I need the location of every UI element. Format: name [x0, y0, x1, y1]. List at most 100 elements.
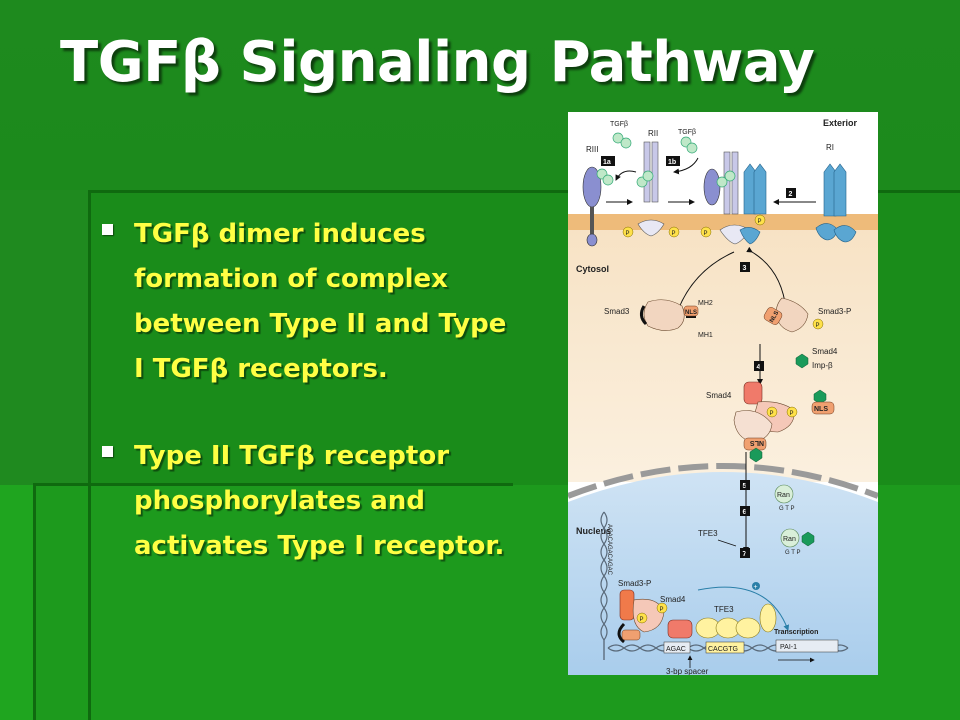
- square-bullet-icon: [102, 224, 113, 235]
- label-agac: AGAC: [666, 646, 686, 653]
- bullet-text: TGFβ dimer induces formation of complex …: [134, 219, 507, 384]
- pathway-diagram: Exterior Cytosol Nucleus RIII RII RI TGF…: [568, 112, 878, 675]
- arrow: [615, 170, 637, 181]
- svg-text:P: P: [816, 323, 820, 329]
- divider-line: [90, 190, 960, 193]
- pathway-figure: Exterior Cytosol Nucleus RIII RII RI TGF…: [568, 112, 878, 675]
- svg-text:3: 3: [743, 265, 747, 272]
- bullet-list: TGFβ dimer induces formation of complex …: [100, 212, 520, 611]
- slide-background-corner: [0, 485, 35, 720]
- arrow: [677, 251, 735, 311]
- tgfb-ligand-icon: [612, 132, 632, 149]
- divider-line: [33, 483, 513, 486]
- label-smad4: Smad4: [706, 391, 732, 400]
- label-riii: RIII: [586, 145, 598, 154]
- ran-gtp: Ran G T P: [774, 484, 794, 512]
- label-rii: RII: [648, 129, 658, 138]
- svg-text:6: 6: [743, 509, 747, 516]
- svg-text:NLS: NLS: [769, 310, 780, 323]
- svg-text:P: P: [758, 219, 762, 225]
- svg-text:7: 7: [743, 551, 747, 558]
- smad3p-protein: NLS P: [763, 297, 824, 333]
- svg-text:5: 5: [743, 483, 747, 490]
- svg-text:1a: 1a: [603, 159, 611, 166]
- svg-text:P: P: [660, 607, 664, 613]
- svg-text:4: 4: [757, 364, 761, 371]
- label-dna-vertical: AGACAGACAGAC: [606, 524, 612, 576]
- step-badge-2: 2: [786, 188, 796, 198]
- label-cytosol: Cytosol: [576, 264, 609, 274]
- phosphate-icon: P: [668, 226, 680, 238]
- phosphate-icon: P: [622, 226, 634, 238]
- receptor-complex: [703, 151, 767, 245]
- step-badge-1a: 1a: [601, 156, 615, 166]
- ran-gtp: Ran G T P: [780, 528, 815, 556]
- label-tfe3: TFE3: [714, 605, 734, 614]
- bullet-item: TGFβ dimer induces formation of complex …: [100, 212, 520, 392]
- svg-text:G T P: G T P: [785, 550, 800, 556]
- tgfb-ligand-icon: [680, 136, 698, 154]
- label-transcription: Transcription: [774, 629, 818, 636]
- label-pai1: PAI-1: [780, 644, 797, 651]
- label-spacer: 3-bp spacer: [666, 667, 709, 675]
- dna-strand: AGAC CACGTG PAI-1 AGACAGACAGAC: [600, 511, 849, 660]
- label-exterior: Exterior: [823, 118, 858, 128]
- label-tfe3: TFE3: [698, 529, 718, 538]
- step-badge-1b: 1b: [666, 156, 680, 166]
- label-smad3: Smad3: [604, 307, 630, 316]
- step-badge-6: 6: [740, 506, 750, 516]
- phosphate-icon: P: [754, 214, 766, 226]
- svg-text:NLS: NLS: [685, 310, 697, 316]
- plus-sign: +: [754, 584, 758, 591]
- svg-text:2: 2: [789, 191, 793, 198]
- label-smad3p: Smad3-P: [618, 579, 651, 588]
- svg-text:P: P: [790, 411, 794, 417]
- divider-line: [33, 483, 36, 720]
- svg-text:NLS: NLS: [750, 439, 764, 446]
- smad3-protein: NLS: [639, 299, 699, 331]
- bullet-item: Type II TGFβ receptor phosphorylates and…: [100, 434, 520, 569]
- svg-text:P: P: [626, 231, 630, 237]
- cytosol-region: [568, 222, 878, 482]
- label-smad4: Smad4: [812, 347, 838, 356]
- imp-beta-icon: [795, 353, 809, 369]
- rii-receptor: [636, 141, 665, 237]
- activation-arrow: [697, 586, 790, 631]
- label-imp-beta: Imp-β: [812, 361, 833, 370]
- svg-text:P: P: [770, 411, 774, 417]
- smad-complex: P P NLS NLS: [733, 381, 835, 463]
- svg-text:P: P: [704, 231, 708, 237]
- step-badge-4: 4: [754, 361, 764, 371]
- arrow: [673, 157, 699, 175]
- phosphate-icon: P: [700, 226, 712, 238]
- label-nucleus: Nucleus: [576, 526, 611, 536]
- svg-text:P: P: [640, 617, 644, 623]
- divider-line: [88, 190, 91, 720]
- slide-title: TGFβ Signaling Pathway: [60, 30, 815, 95]
- svg-text:NLS: NLS: [814, 406, 828, 413]
- step-badge-3: 3: [740, 262, 750, 272]
- step-badge-5: 5: [740, 480, 750, 490]
- label-ri: RI: [826, 143, 834, 152]
- label-mh1: MH1: [698, 332, 713, 339]
- label-mh2: MH2: [698, 300, 713, 307]
- label-tgfb: TGFβ: [610, 121, 628, 128]
- leader-line: [717, 539, 737, 547]
- svg-text:G T P: G T P: [779, 506, 794, 512]
- activation-plus-icon: [752, 582, 760, 590]
- label-smad4: Smad4: [660, 595, 686, 604]
- svg-text:P: P: [672, 231, 676, 237]
- label-tgfb: TGFβ: [678, 129, 696, 136]
- tgfb-ligand-icon: [596, 168, 614, 186]
- bullet-text: Type II TGFβ receptor phosphorylates and…: [134, 441, 505, 561]
- riii-receptor: [582, 166, 602, 247]
- square-bullet-icon: [102, 446, 113, 457]
- svg-text:Ran: Ran: [777, 492, 790, 499]
- svg-text:Ran: Ran: [783, 536, 796, 543]
- svg-text:1b: 1b: [668, 159, 676, 166]
- nuclear-envelope: [568, 463, 878, 499]
- label-smad3p: Smad3-P: [818, 307, 851, 316]
- step-badge-7: 7: [740, 548, 750, 558]
- ri-receptor: [815, 163, 857, 243]
- transcription-complex: P P: [617, 589, 777, 644]
